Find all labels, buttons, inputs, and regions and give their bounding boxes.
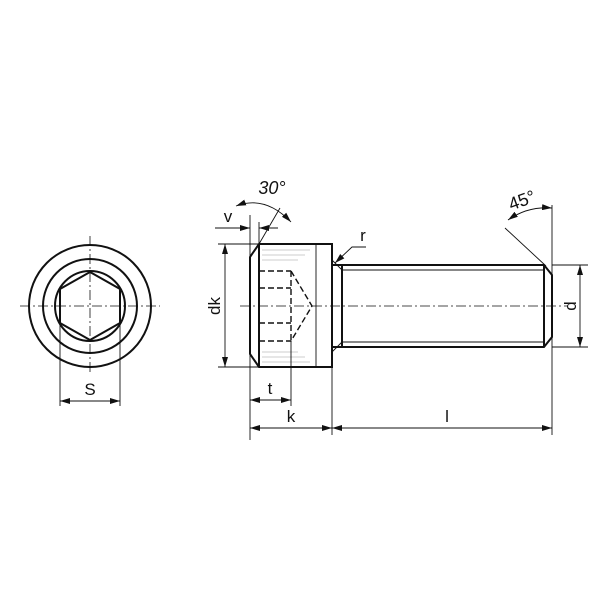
head-knurling [262, 249, 310, 363]
angle-45-leg [504, 227, 547, 267]
angle-45-arc [507, 204, 553, 221]
t-label: t [268, 379, 273, 398]
r-leader [334, 246, 366, 264]
l-label: l [445, 407, 449, 426]
d-label: d [561, 301, 580, 310]
side-view: dk v 30° r 45° d t k l [205, 178, 588, 440]
angle-45-label: 45° [506, 186, 538, 214]
s-label: S [84, 380, 95, 399]
angle-30-label: 30° [258, 178, 285, 198]
fillet-bottom [331, 341, 343, 353]
r-label: r [360, 226, 366, 245]
fillet-top [331, 259, 343, 271]
angle-30-arc [235, 199, 292, 223]
dk-label: dk [205, 297, 224, 315]
angle-30-leg [258, 207, 281, 245]
v-label: v [224, 207, 233, 226]
k-label: k [287, 407, 296, 426]
end-view: S [20, 236, 160, 406]
